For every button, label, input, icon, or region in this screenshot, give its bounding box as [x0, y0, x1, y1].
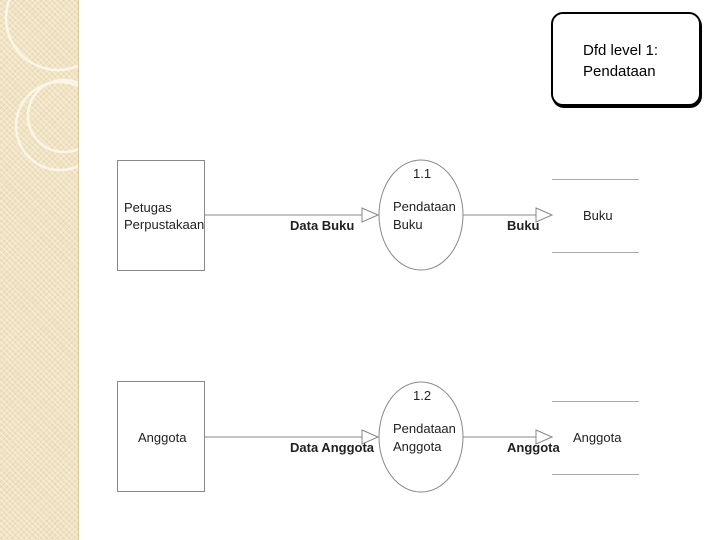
flow-anggota-label: Anggota [507, 440, 560, 455]
slide-title-line-2: Pendataan [583, 63, 656, 80]
flow-buku-label: Buku [507, 218, 540, 233]
flow-data-anggota-label: Data Anggota [290, 440, 375, 455]
decorative-sidebar [0, 0, 79, 540]
process-1-1-number: 1.1 [413, 166, 431, 181]
slide-title-box: Dfd level 1: Pendataan [551, 12, 701, 106]
data-store-anggota-label: Anggota [573, 430, 622, 445]
external-entity-petugas [117, 160, 205, 271]
process-1-1-label-2: Buku [393, 217, 423, 232]
decorative-rings [4, 0, 79, 540]
data-store-buku-label: Buku [583, 208, 613, 223]
entity-petugas-label-1: Petugas [124, 200, 172, 215]
process-1-1-label-1: Pendataan [393, 199, 456, 214]
process-1-2-label-1: Pendataan [393, 421, 456, 436]
flow-data-buku-label: Data Buku [290, 218, 354, 233]
process-1-2-label-2: Anggota [393, 439, 442, 454]
external-entity-anggota [117, 381, 205, 492]
entity-petugas-label-2: Perpustakaan [124, 217, 204, 232]
slide-title-line-1: Dfd level 1: [583, 42, 659, 59]
process-1-2-number: 1.2 [413, 388, 431, 403]
entity-anggota-label: Anggota [138, 430, 187, 445]
